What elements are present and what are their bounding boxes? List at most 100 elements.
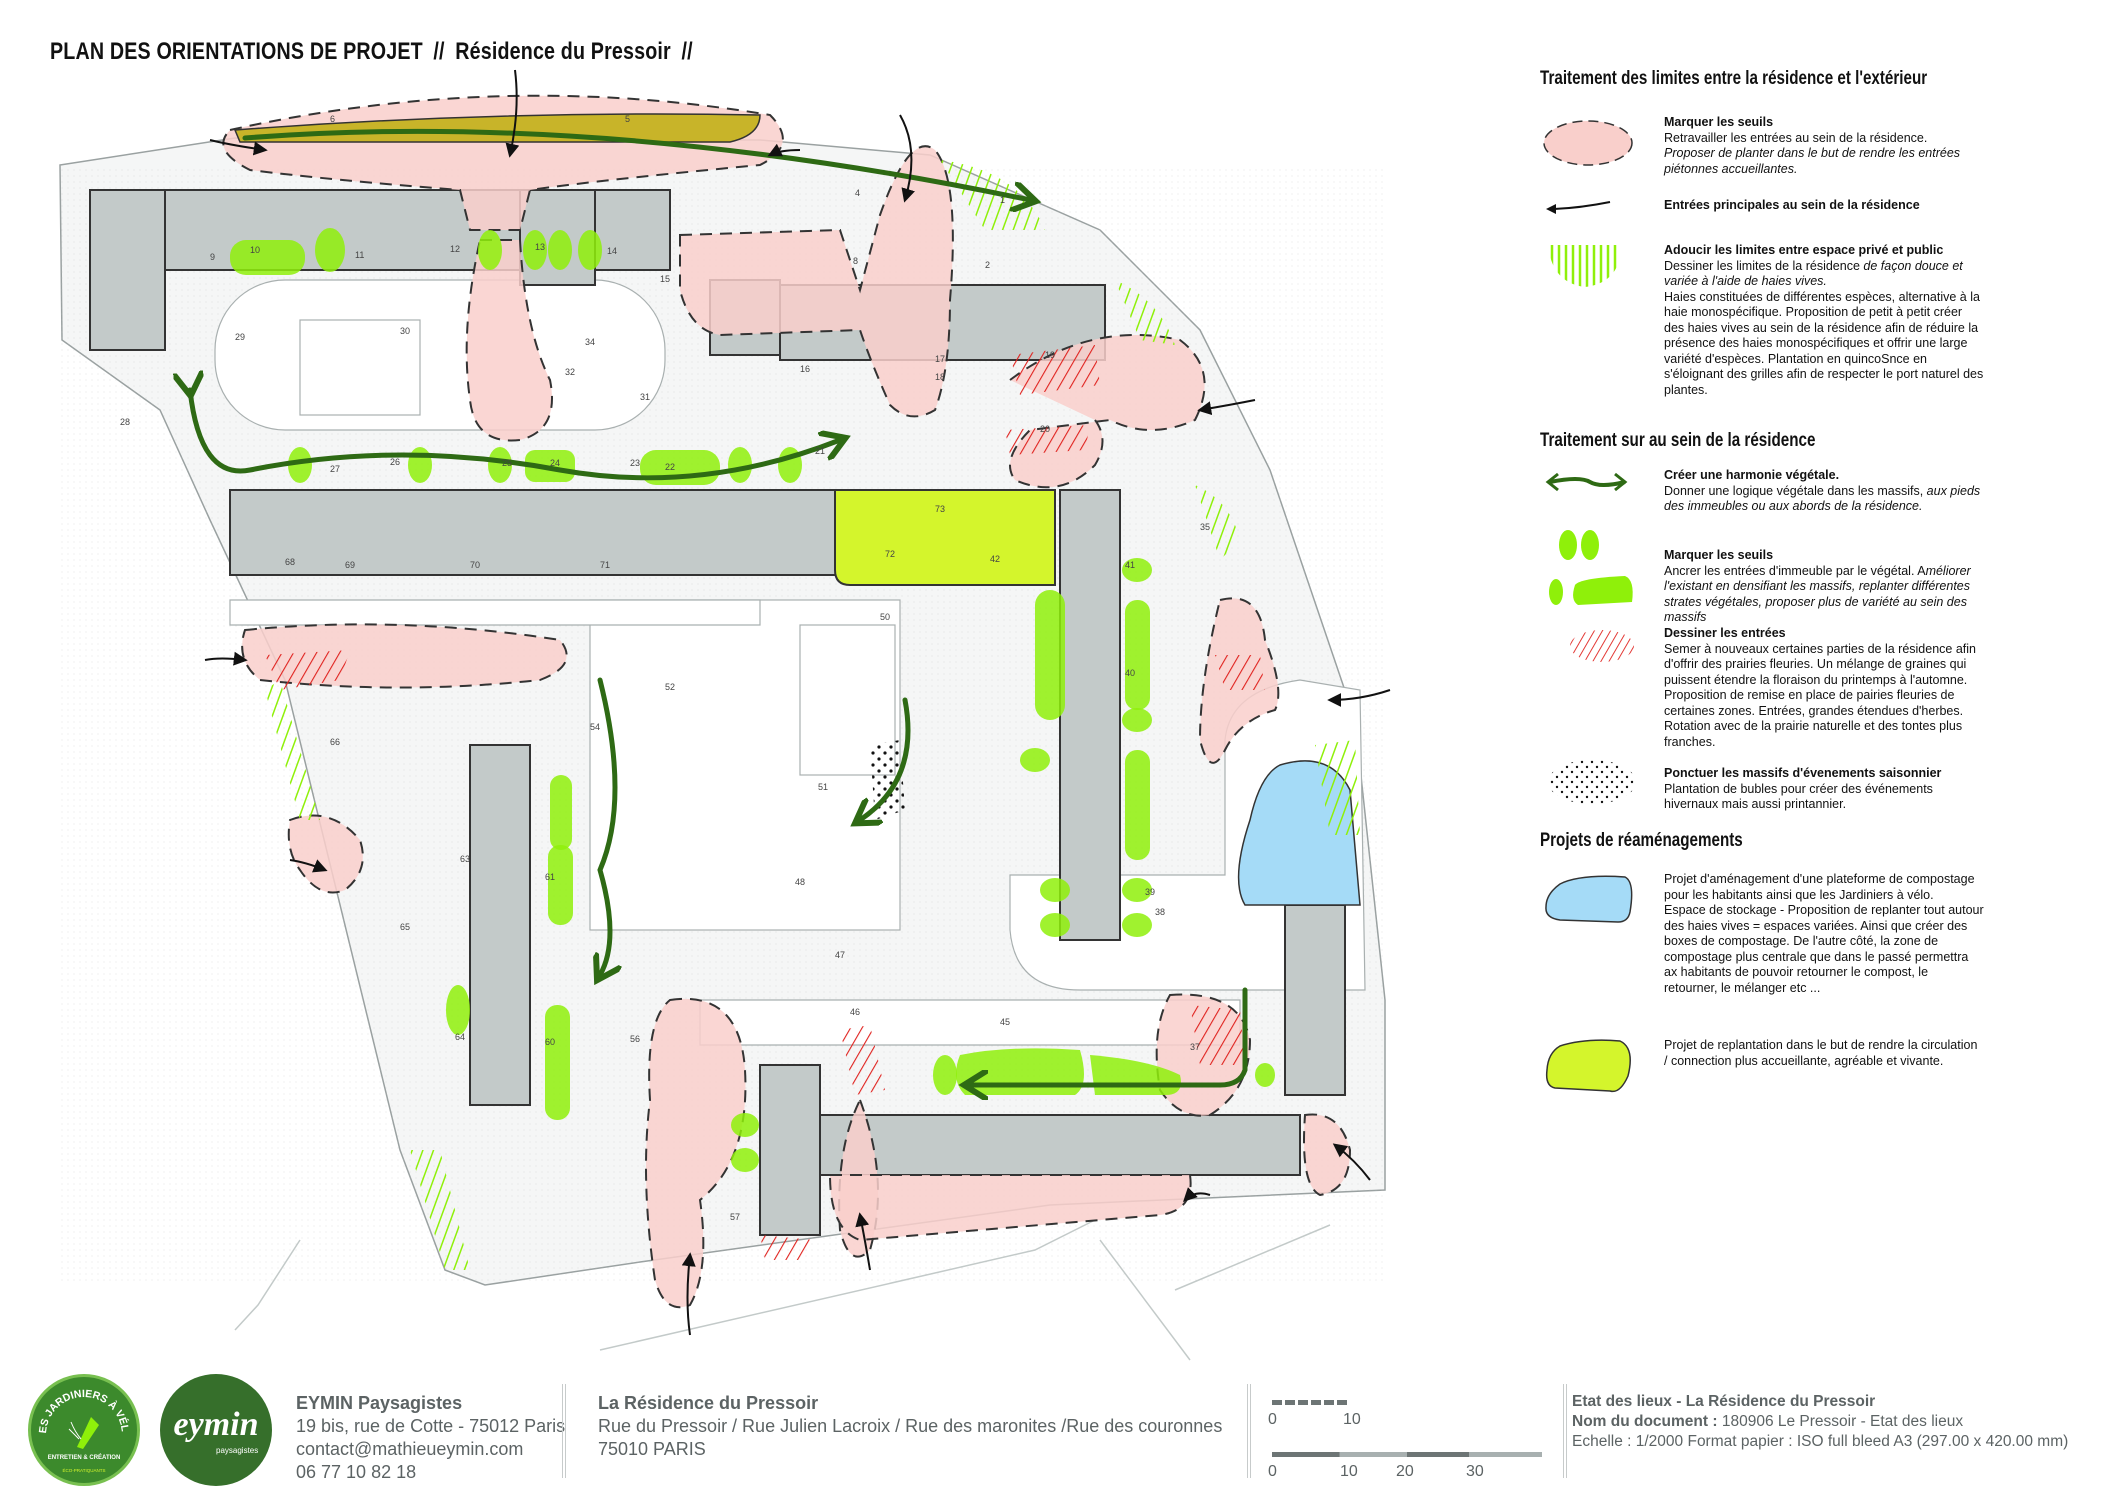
zone-number: 64 (455, 1032, 465, 1042)
document-block: Etat des lieux - La Résidence du Pressoi… (1572, 1392, 2068, 1452)
zone-number: 30 (400, 326, 410, 336)
zone-number: 16 (800, 364, 810, 374)
legend-title: Marquer les seuils (1664, 548, 1774, 562)
zone-number: 37 (1190, 1042, 1200, 1052)
document-name-line: Nom du document : 180906 Le Pressoir - E… (1572, 1412, 2068, 1432)
legend-desc: Retravailler les entrées au sein de la r… (1664, 130, 1928, 145)
replanting-zone (834, 489, 1056, 586)
zone-number: 61 (545, 872, 555, 882)
zone-number: 69 (345, 560, 355, 570)
legend-title: Ponctuer les massifs d'évenements saison… (1664, 766, 1942, 780)
zone-number: 52 (665, 682, 675, 692)
zone-number: 32 (565, 367, 575, 377)
zone-number: 6 (330, 114, 335, 124)
zone-number: 57 (730, 1212, 740, 1222)
zone-number: 27 (330, 464, 340, 474)
zone-number: 38 (1155, 907, 1165, 917)
legend-desc-italic: Proposer de planter dans le but de rendr… (1664, 146, 1961, 176)
zone-number: 41 (1125, 560, 1135, 570)
zone-number: 70 (470, 560, 480, 570)
title-residence: Résidence du Pressoir (455, 38, 671, 65)
logo-eymin: eymin paysagistes (160, 1374, 272, 1486)
zone-number: 73 (935, 504, 945, 514)
scale-small-10: 10 (1343, 1411, 1361, 1428)
zone-number: 23 (630, 458, 640, 468)
harmony-arrows (190, 128, 1248, 1085)
logo1-middle: ENTRETIEN & CRÉATION (48, 1453, 121, 1461)
logo2-sub: paysagistes (216, 1446, 259, 1455)
pink-dashed-ellipse-icon (1543, 120, 1633, 166)
zone-number: 28 (120, 417, 130, 427)
scale-small-0: 0 (1268, 1411, 1277, 1428)
legend-title: Adoucir les limites entre espace privé e… (1664, 243, 1944, 257)
footer-divider (562, 1384, 566, 1478)
red-hatch-entries (265, 345, 1265, 1260)
zone-number: 54 (590, 722, 600, 732)
scale-bars: 0 10 0 10 20 30 (1268, 1400, 1568, 1480)
document-scale: Echelle : 1/2000 Format papier : ISO ful… (1572, 1433, 2069, 1450)
zone-number: 63 (460, 854, 470, 864)
zone-number: 72 (885, 549, 895, 559)
zone-number: 19 (1045, 350, 1055, 360)
zone-number: 2 (985, 260, 990, 270)
zone-number: 22 (665, 462, 675, 472)
scale-large-0: 0 (1268, 1463, 1277, 1480)
legend-desc: Ancrer les entrées d'immeuble par le vég… (1664, 563, 1926, 578)
legend-heading-limits: Traitement des limites entre la résidenc… (1540, 68, 1928, 89)
zone-number: 24 (550, 458, 560, 468)
legend-title: Créer une harmonie végétale. (1664, 468, 1840, 482)
legend-desc-italic: aux pieds des immeubles ou aux abords de… (1664, 483, 1981, 514)
zone-number: 9 (210, 252, 215, 262)
company-email[interactable]: contact@mathieueymin.com (296, 1439, 524, 1459)
scale-bar-small (1272, 1400, 1350, 1405)
logo-jardiniers-a-velo: LES JARDINIERS À VÉLO ENTRETIEN & CRÉATI… (27, 1368, 140, 1486)
zone-number: 51 (818, 782, 828, 792)
legend-desc-more: Haies constituées de différentes espèces… (1664, 289, 1984, 397)
company-phone: 06 77 10 82 18 (296, 1462, 417, 1482)
green-blobs-icon (1549, 530, 1633, 605)
document-name-value: 180906 Le Pressoir - Etat des lieux (1717, 1413, 1964, 1430)
zone-number: 25 (502, 458, 512, 468)
double-arrow-green-icon (1545, 472, 1628, 492)
site-plan: 1245689101112131415161718192021222324252… (59, 69, 1391, 1361)
title-main: PLAN DES ORIENTATIONS DE PROJET (50, 38, 423, 65)
legend-title: Dessiner les entrées (1664, 626, 1786, 640)
scale-large-30: 30 (1466, 1463, 1484, 1480)
legend-desc-more: Espace de stockage - Proposition de repl… (1664, 903, 1984, 995)
legend-title: Marquer les seuils (1664, 115, 1774, 129)
scale-bar-large (1272, 1452, 1542, 1457)
title-trailing: // (681, 38, 693, 65)
zone-number: 42 (990, 554, 1000, 564)
company-block: EYMIN Paysagistes 19 bis, rue de Cotte -… (296, 1392, 565, 1484)
zone-number: 66 (330, 737, 340, 747)
zone-number: 18 (935, 372, 945, 382)
dot-pattern-icon (1548, 760, 1636, 804)
footer-divider (1247, 1384, 1251, 1478)
zone-number: 48 (795, 877, 805, 887)
scale-large-20: 20 (1396, 1463, 1414, 1480)
zone-number: 47 (835, 950, 845, 960)
zone-number: 1 (1000, 195, 1005, 205)
legend-desc-italic: méliorer l'existant en densifiant les ma… (1664, 563, 1971, 625)
project-city: 75010 PARIS (598, 1439, 706, 1459)
zone-number: 10 (250, 245, 260, 255)
zone-number: 29 (235, 332, 245, 342)
zone-number: 35 (1200, 522, 1210, 532)
entry-arrow-icon (1546, 201, 1611, 214)
document-name-label: Nom du document : (1572, 1413, 1718, 1430)
olive-strip (233, 113, 761, 143)
logo1-arc-text: LES JARDINIERS À VÉLO (27, 1368, 131, 1434)
zone-number: 20 (1040, 424, 1050, 434)
legend-heading-inside: Traitement sur au sein de la résidence (1540, 430, 1816, 451)
threshold-plantings (230, 228, 1275, 1172)
title-separator: // (433, 38, 445, 65)
company-address: 19 bis, rue de Cotte - 75012 Paris (296, 1416, 566, 1436)
zone-number: 12 (450, 244, 460, 254)
zone-number: 26 (390, 457, 400, 467)
legend-desc: Projet de replantation dans le but de re… (1664, 1038, 1978, 1068)
zone-number: 5 (625, 114, 630, 124)
blue-zone-icon (1545, 875, 1633, 923)
zone-number: 14 (607, 246, 617, 256)
legend-desc: Dessiner les limites de la résidence (1664, 258, 1864, 273)
